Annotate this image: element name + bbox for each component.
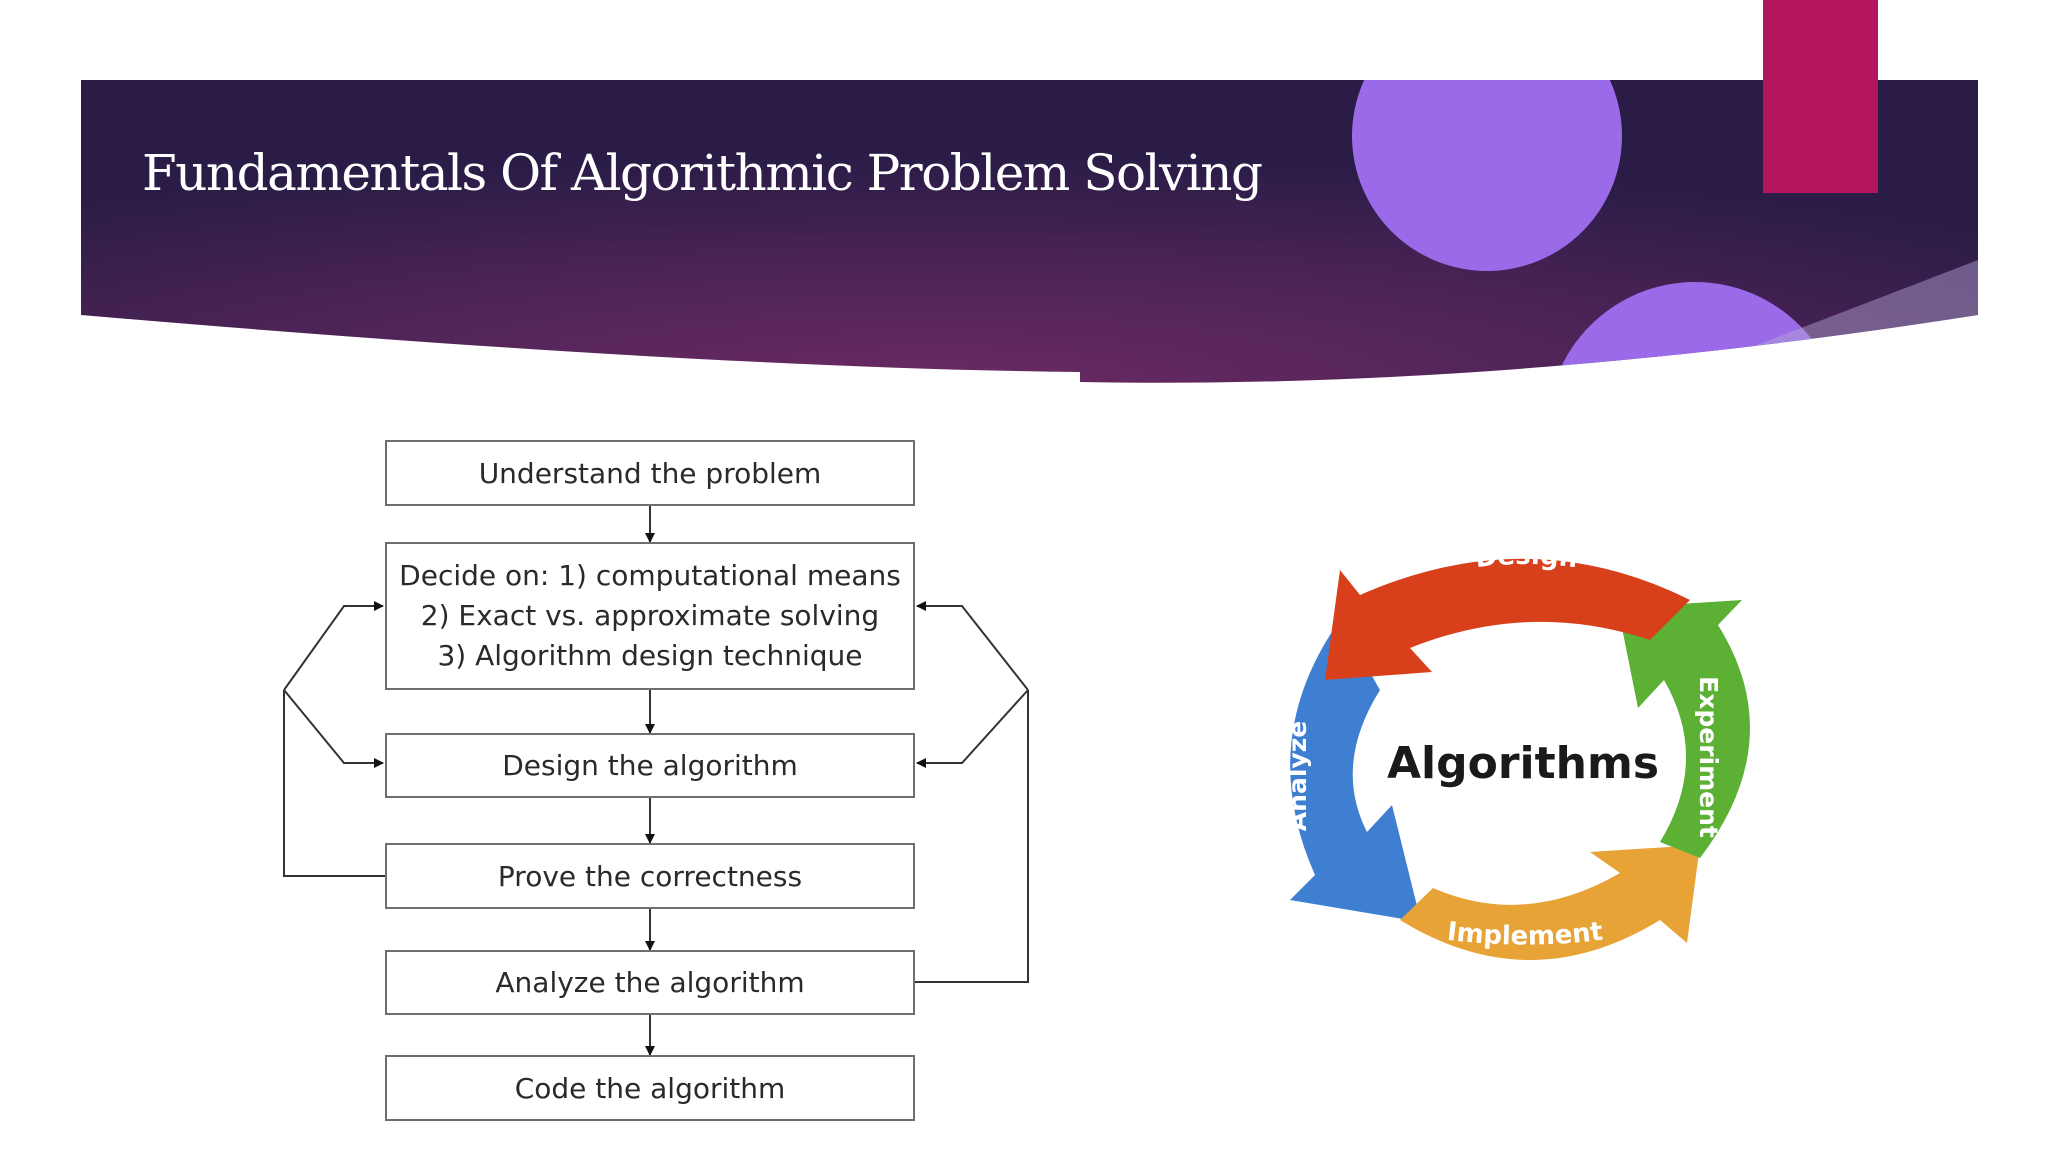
cycle-label-design: Design [1474,541,1579,574]
cycle-label-implement: Implement [1446,917,1605,952]
flow-step-code: Code the algorithm [385,1055,915,1121]
cycle-segment-analyze [1290,620,1421,922]
flow-step-label: Understand the problem [478,456,822,490]
cycle-segment-design [1325,558,1690,680]
flow-step-label: Prove the correctness [497,859,803,893]
loop-left-vertical [283,690,385,877]
flow-step-decide: Decide on: 1) computational means 2) Exa… [385,542,915,690]
flow-step-label: Analyze the algorithm [495,966,805,999]
accent-bar [1763,0,1878,193]
cycle-segment-implement [1400,845,1700,960]
cycle-label-analyze: Analyze [1283,721,1312,831]
flow-step-label: Code the algorithm [514,1071,786,1105]
loop-right-lower [916,689,1029,768]
flow-step-label: Design the algorithm [502,749,798,782]
loop-right-upper [916,601,1029,691]
cycle-label-experiment: Experiment [1694,676,1723,838]
cycle-segment-experiment [1618,600,1750,858]
flow-step-label-line-1: Decide on: 1) computational means [399,559,901,592]
loop-left-lower [283,689,384,768]
flow-step-understand: Understand the problem [385,440,915,506]
slide-title: Fundamentals Of Algorithmic Problem Solv… [142,144,1263,202]
flow-step-prove: Prove the correctness [385,843,915,909]
decor-circle-top [1352,80,1622,271]
loop-left-upper [283,601,384,691]
flow-step-analyze: Analyze the algorithm [385,950,915,1015]
flow-step-label-line-2: 2) Exact vs. approximate solving [420,599,880,632]
title-banner [81,0,1978,383]
flow-step-label-line-3: 3) Algorithm design technique [437,639,863,672]
flow-step-design: Design the algorithm [385,733,915,798]
cycle-center-label: Algorithms [1387,738,1659,789]
loop-right-vertical [915,690,1029,983]
